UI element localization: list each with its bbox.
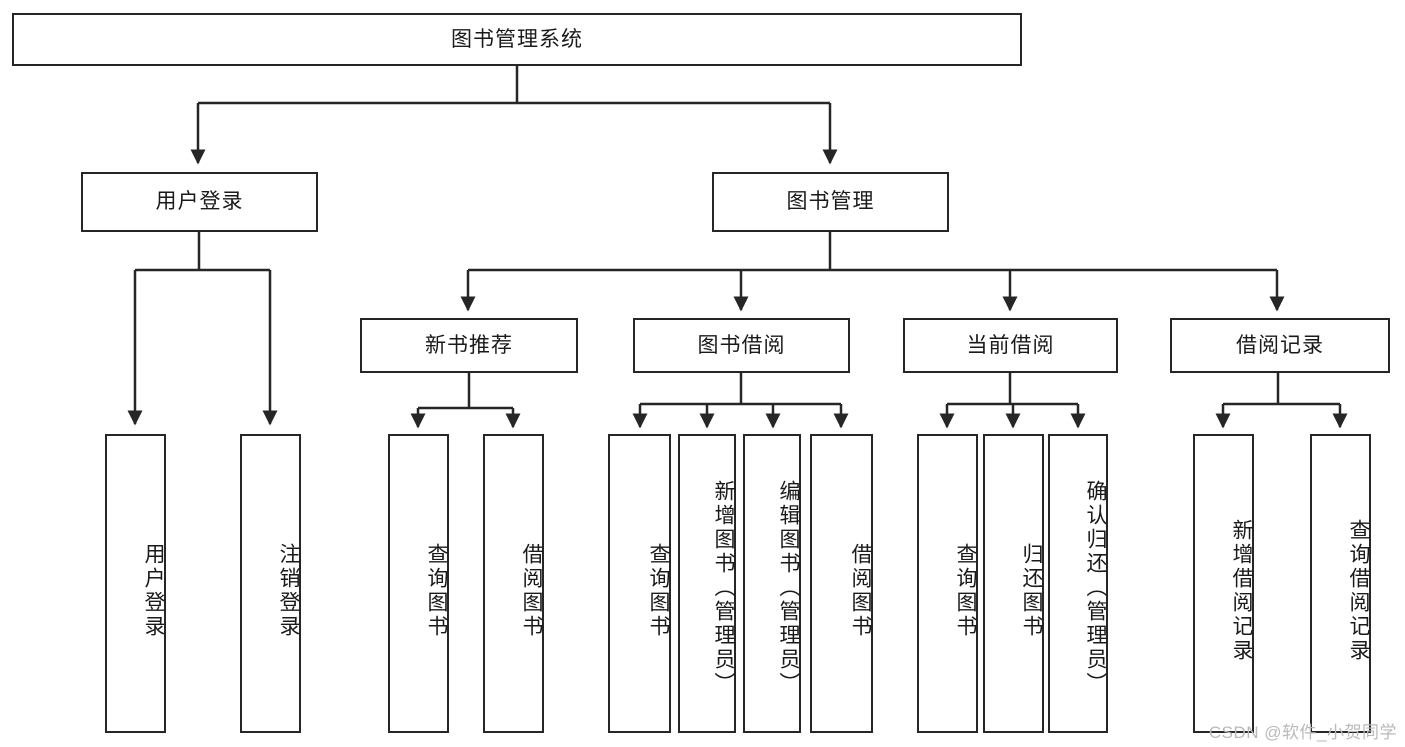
leaf-current-borrow-1-label: 查询图书 [954,542,977,639]
leaf-user-login-1[interactable]: 用户登录 [105,434,166,733]
leaf-current-borrow-3[interactable]: 确认归还（管理员） [1048,434,1108,733]
leaf-current-borrow-1[interactable]: 查询图书 [917,434,978,733]
node-user-login[interactable]: 用户登录 [81,172,318,232]
leaf-borrow-record-2[interactable]: 查询借阅记录 [1310,434,1371,733]
leaf-book-borrow-2[interactable]: 新增图书（管理员） [678,434,736,733]
node-book-borrow-label: 图书借阅 [697,333,786,357]
node-root-label: 图书管理系统 [451,27,583,51]
node-root[interactable]: 图书管理系统 [12,13,1022,66]
leaf-user-login-1-label: 用户登录 [142,542,165,639]
leaf-new-book-1[interactable]: 查询图书 [388,434,449,733]
node-book-management-label: 图书管理 [786,190,875,214]
leaf-book-borrow-2-label: 新增图书（管理员） [712,479,735,696]
node-book-borrow[interactable]: 图书借阅 [633,318,850,373]
leaf-user-login-2[interactable]: 注销登录 [240,434,301,733]
leaf-borrow-record-2-label: 查询借阅记录 [1347,518,1370,663]
node-new-book-recommend[interactable]: 新书推荐 [360,318,578,373]
node-borrow-record-label: 借阅记录 [1236,333,1324,357]
leaf-book-borrow-3[interactable]: 编辑图书（管理员） [743,434,801,733]
leaf-book-borrow-4[interactable]: 借阅图书 [810,434,873,733]
node-user-login-label: 用户登录 [155,190,244,214]
leaf-current-borrow-2[interactable]: 归还图书 [983,434,1044,733]
node-borrow-record[interactable]: 借阅记录 [1170,318,1390,373]
leaf-book-borrow-1-label: 查询图书 [647,542,670,639]
csdn-watermark: CSDN @软件_小贺同学 [1208,723,1397,742]
leaf-book-borrow-1[interactable]: 查询图书 [608,434,671,733]
leaf-user-login-2-label: 注销登录 [277,542,300,639]
leaf-new-book-2-label: 借阅图书 [520,542,543,639]
leaf-book-borrow-4-label: 借阅图书 [849,542,872,639]
node-current-borrow[interactable]: 当前借阅 [903,318,1118,373]
leaf-borrow-record-1-label: 新增借阅记录 [1230,518,1253,663]
leaf-book-borrow-3-label: 编辑图书（管理员） [777,479,800,696]
node-book-management[interactable]: 图书管理 [712,172,949,232]
leaf-new-book-2[interactable]: 借阅图书 [483,434,544,733]
leaf-borrow-record-1[interactable]: 新增借阅记录 [1193,434,1254,733]
leaf-current-borrow-2-label: 归还图书 [1020,542,1043,639]
node-current-borrow-label: 当前借阅 [966,333,1055,357]
leaf-new-book-1-label: 查询图书 [425,542,448,639]
leaf-current-borrow-3-label: 确认归还（管理员） [1084,479,1107,696]
node-new-book-recommend-label: 新书推荐 [425,333,513,357]
